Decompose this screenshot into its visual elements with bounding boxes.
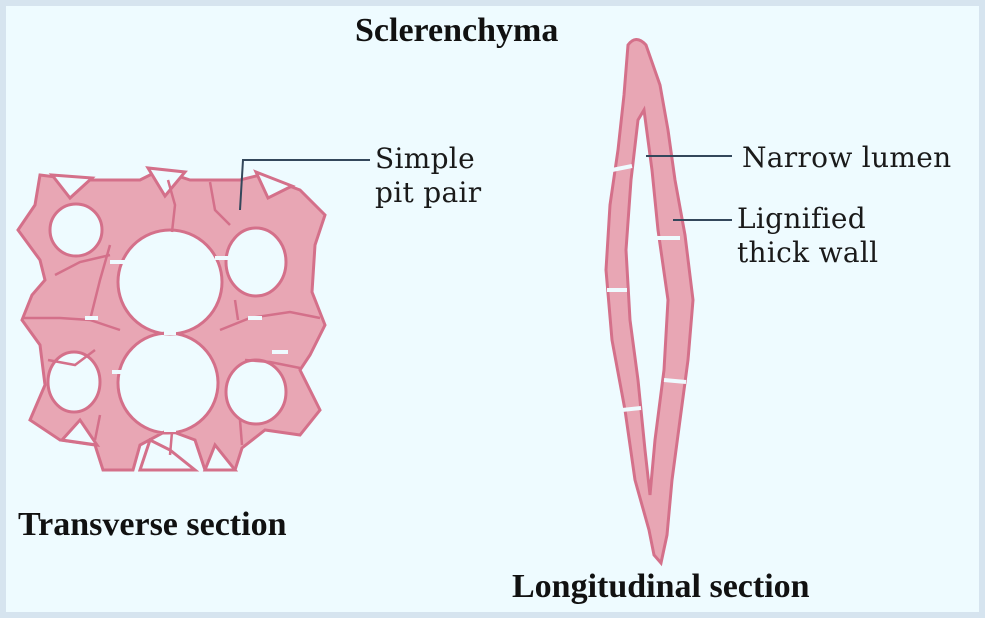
simple-pit-pair-label: Simple pit pair: [375, 142, 481, 210]
longitudinal-section-caption: Longitudinal section: [512, 568, 810, 606]
transverse-section-tissue: [18, 168, 325, 470]
lignified-thick-wall-label: Lignified thick wall: [737, 202, 878, 270]
longitudinal-fiber: [606, 40, 693, 564]
transverse-section-caption: Transverse section: [18, 506, 286, 544]
diagram-title: Sclerenchyma: [355, 12, 558, 50]
narrow-lumen-label: Narrow lumen: [742, 141, 951, 175]
